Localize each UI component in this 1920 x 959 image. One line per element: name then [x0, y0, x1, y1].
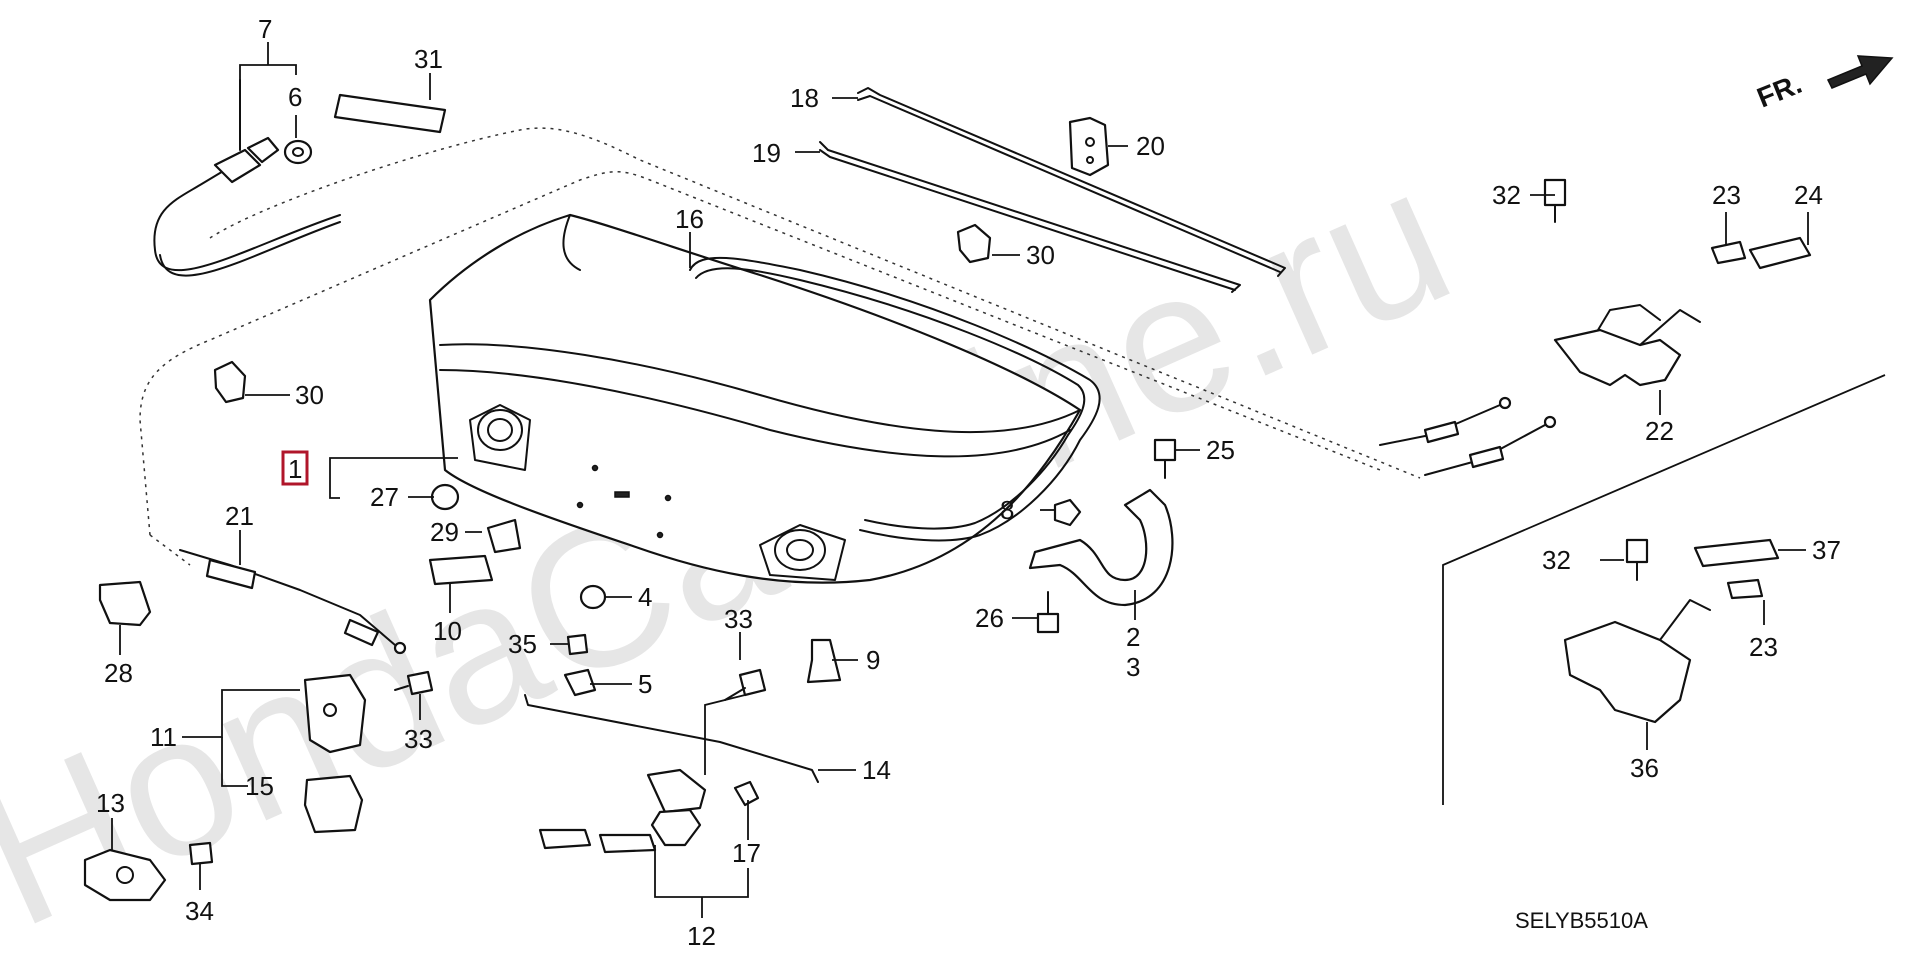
label-part-31: 31 [414, 44, 443, 74]
striker-13 [83, 848, 167, 902]
label-part-21: 21 [225, 501, 254, 531]
label-part-11: 11 [150, 722, 177, 752]
pad-23-lower [1726, 578, 1764, 600]
label-part-6: 6 [288, 82, 302, 112]
label-part-8: 8 [1000, 495, 1014, 525]
label-part-32-lower: 32 [1542, 545, 1571, 575]
label-part-32-upper: 32 [1492, 180, 1521, 210]
drawing-code: SELYB5510A [1515, 908, 1648, 933]
cable-clip-30-lower [213, 360, 247, 404]
lock-rod-14 [524, 694, 819, 783]
clip-5-icon [563, 668, 597, 697]
bolt-25-icon [1153, 438, 1177, 462]
cap-17-icon [733, 780, 760, 807]
label-part-28: 28 [104, 658, 133, 688]
release-cables-right [1379, 396, 1557, 476]
nut-35-icon [566, 633, 589, 656]
label-part-19: 19 [752, 138, 781, 168]
highlighted-part-1[interactable]: 1 [281, 450, 309, 486]
bolt-32-upper-icon [1543, 178, 1567, 207]
striker-15 [303, 774, 364, 834]
key-icon [538, 828, 592, 850]
weatherstrip-16 [689, 256, 1101, 542]
bumper-9-icon [806, 638, 842, 684]
label-part-9: 9 [866, 645, 880, 675]
light-10 [428, 554, 494, 586]
trunk-opener-cable-assembly [153, 79, 341, 277]
label-part-14: 14 [862, 755, 891, 785]
bolt-34-icon [188, 841, 214, 866]
grommet-4-icon [579, 584, 607, 610]
nut-27-icon [430, 483, 460, 511]
label-part-29: 29 [430, 517, 459, 547]
label-part-23-lower: 23 [1749, 632, 1778, 662]
label-part-1: 1 [288, 454, 302, 484]
highlight-box [281, 450, 309, 486]
weatherstrip-16-inner [695, 267, 1086, 530]
label-part-30-upper: 30 [1026, 240, 1055, 270]
label-part-20: 20 [1136, 131, 1165, 161]
label-part-10: 10 [433, 616, 462, 646]
label-part-13: 13 [96, 788, 125, 818]
label-part-33-lock: 33 [724, 604, 753, 634]
bolt-33-latch-icon [406, 670, 434, 696]
label-part-35: 35 [508, 629, 537, 659]
label-part-18: 18 [790, 83, 819, 113]
label-part-24: 24 [1794, 180, 1823, 210]
clip-8-icon [1053, 498, 1082, 527]
part-number-labels: 7 6 31 18 19 20 30 30 16 1 27 29 32 23 2… [96, 14, 1841, 951]
latch-36 [1563, 620, 1692, 724]
label-part-2: 2 [1126, 622, 1140, 652]
key-icon-2 [598, 833, 657, 854]
label-part-5: 5 [638, 669, 652, 699]
assembly-outline-lower [139, 171, 1381, 536]
assembly-outline-bottom [149, 534, 191, 566]
bolt-33-lock-icon [738, 668, 767, 697]
inset-panel [1442, 374, 1886, 805]
front-direction-indicator: FR. [1753, 55, 1894, 114]
label-part-7: 7 [258, 14, 272, 44]
label-part-27: 27 [370, 482, 399, 512]
torsion-bars-18-19 [819, 87, 1286, 293]
cap-29-icon [486, 518, 522, 554]
label-part-16: 16 [675, 204, 704, 234]
label-part-17: 17 [732, 838, 761, 868]
pad-37 [1693, 538, 1780, 568]
label-part-4: 4 [638, 582, 652, 612]
release-cable-21 [179, 549, 407, 655]
label-part-23-upper: 23 [1712, 180, 1741, 210]
label-part-36: 36 [1630, 753, 1659, 783]
assembly-outline [209, 127, 1421, 479]
label-part-37: 37 [1812, 535, 1841, 565]
label-part-12: 12 [687, 921, 716, 951]
trunk-lid-part-1 [428, 213, 1082, 584]
label-part-33-latch: 33 [404, 724, 433, 754]
grommet-6-icon [283, 139, 313, 165]
trunk-hinge-2-3 [1028, 488, 1174, 607]
label-part-25: 25 [1206, 435, 1235, 465]
lock-cylinder-12 [538, 768, 707, 854]
bolt-26-icon [1036, 612, 1060, 634]
label-part-15: 15 [245, 771, 274, 801]
seal-pad-31 [333, 93, 447, 134]
cable-clip-30-upper [956, 223, 992, 264]
label-part-34: 34 [185, 896, 214, 926]
front-direction-label: FR. [1753, 68, 1806, 114]
pad-23-upper [1710, 240, 1747, 265]
label-part-22: 22 [1645, 416, 1674, 446]
trunk-latch-22 [1553, 328, 1682, 387]
bolt-32-lower-icon [1625, 538, 1649, 564]
leader-lines [111, 42, 1809, 918]
label-part-30-lower: 30 [295, 380, 324, 410]
bracket-28 [98, 580, 152, 627]
label-part-26: 26 [975, 603, 1004, 633]
pad-24 [1748, 236, 1812, 270]
front-direction-arrow-icon [1826, 55, 1894, 89]
label-part-3: 3 [1126, 652, 1140, 682]
